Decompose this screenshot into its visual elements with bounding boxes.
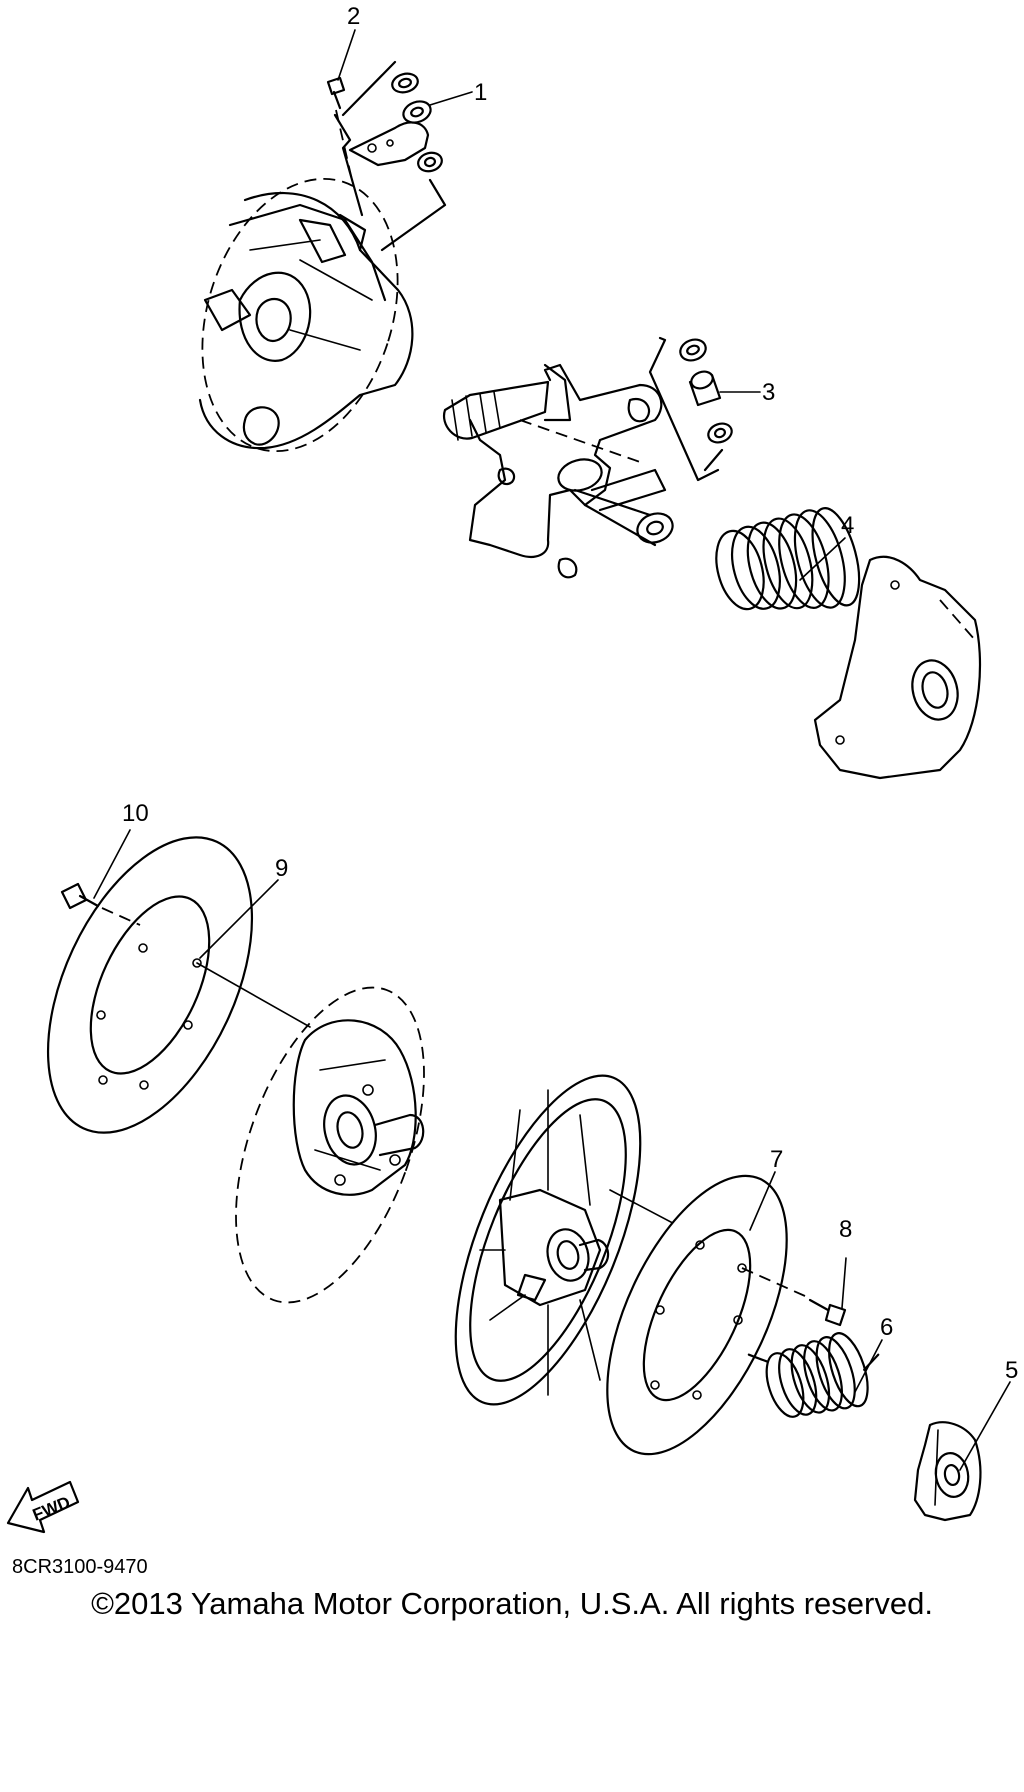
callout-numbers: 1 2 3 4 5 6 7 8 9 10 [122,3,1018,1384]
callout-5: 5 [1005,1357,1018,1384]
figure-code: 8CR3100-9470 [12,1556,148,1578]
spider-hub [442,363,674,579]
weight-arm-bracket [333,60,447,252]
shim-plate-part-7 [606,1174,806,1456]
bolt-part-8 [808,1298,847,1327]
secondary-movable-sheave [454,1074,706,1406]
callout-8: 8 [839,1216,852,1243]
bushing-set-part-3 [648,336,733,482]
secondary-fixed-sheave [235,986,425,1304]
torsion-spring-part-6 [747,1332,880,1418]
callout-10: 10 [122,800,149,827]
callout-leaders [93,29,1011,1471]
bolt-part-10 [60,882,141,926]
callout-1: 1 [474,79,487,106]
bolt-part-2 [326,76,353,181]
callout-7: 7 [770,1146,783,1173]
callout-6: 6 [880,1314,893,1341]
callout-3: 3 [762,379,775,406]
callout-9: 9 [275,855,288,882]
compression-spring-part-4 [715,507,861,611]
primary-sheave-housing [198,177,414,453]
forward-direction-arrow: FWD [6,1480,80,1534]
callout-2: 2 [347,3,360,30]
copyright-notice: ©2013 Yamaha Motor Corporation, U.S.A. A… [91,1586,933,1621]
spring-cover-cap [813,555,982,780]
shim-plate-part-9 [46,836,311,1134]
torque-cam-part-5 [913,1421,982,1522]
callout-4: 4 [841,512,854,539]
